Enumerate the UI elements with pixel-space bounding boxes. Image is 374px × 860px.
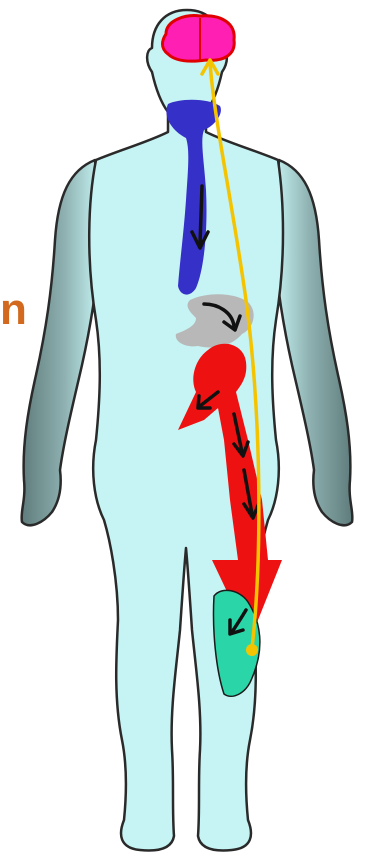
arrow-upper-tract <box>200 186 202 244</box>
left-arm <box>22 160 100 525</box>
right-arm <box>274 160 352 525</box>
edge-label-text: n <box>0 288 27 332</box>
signal-origin-dot <box>246 644 258 656</box>
brain-region <box>163 16 235 61</box>
